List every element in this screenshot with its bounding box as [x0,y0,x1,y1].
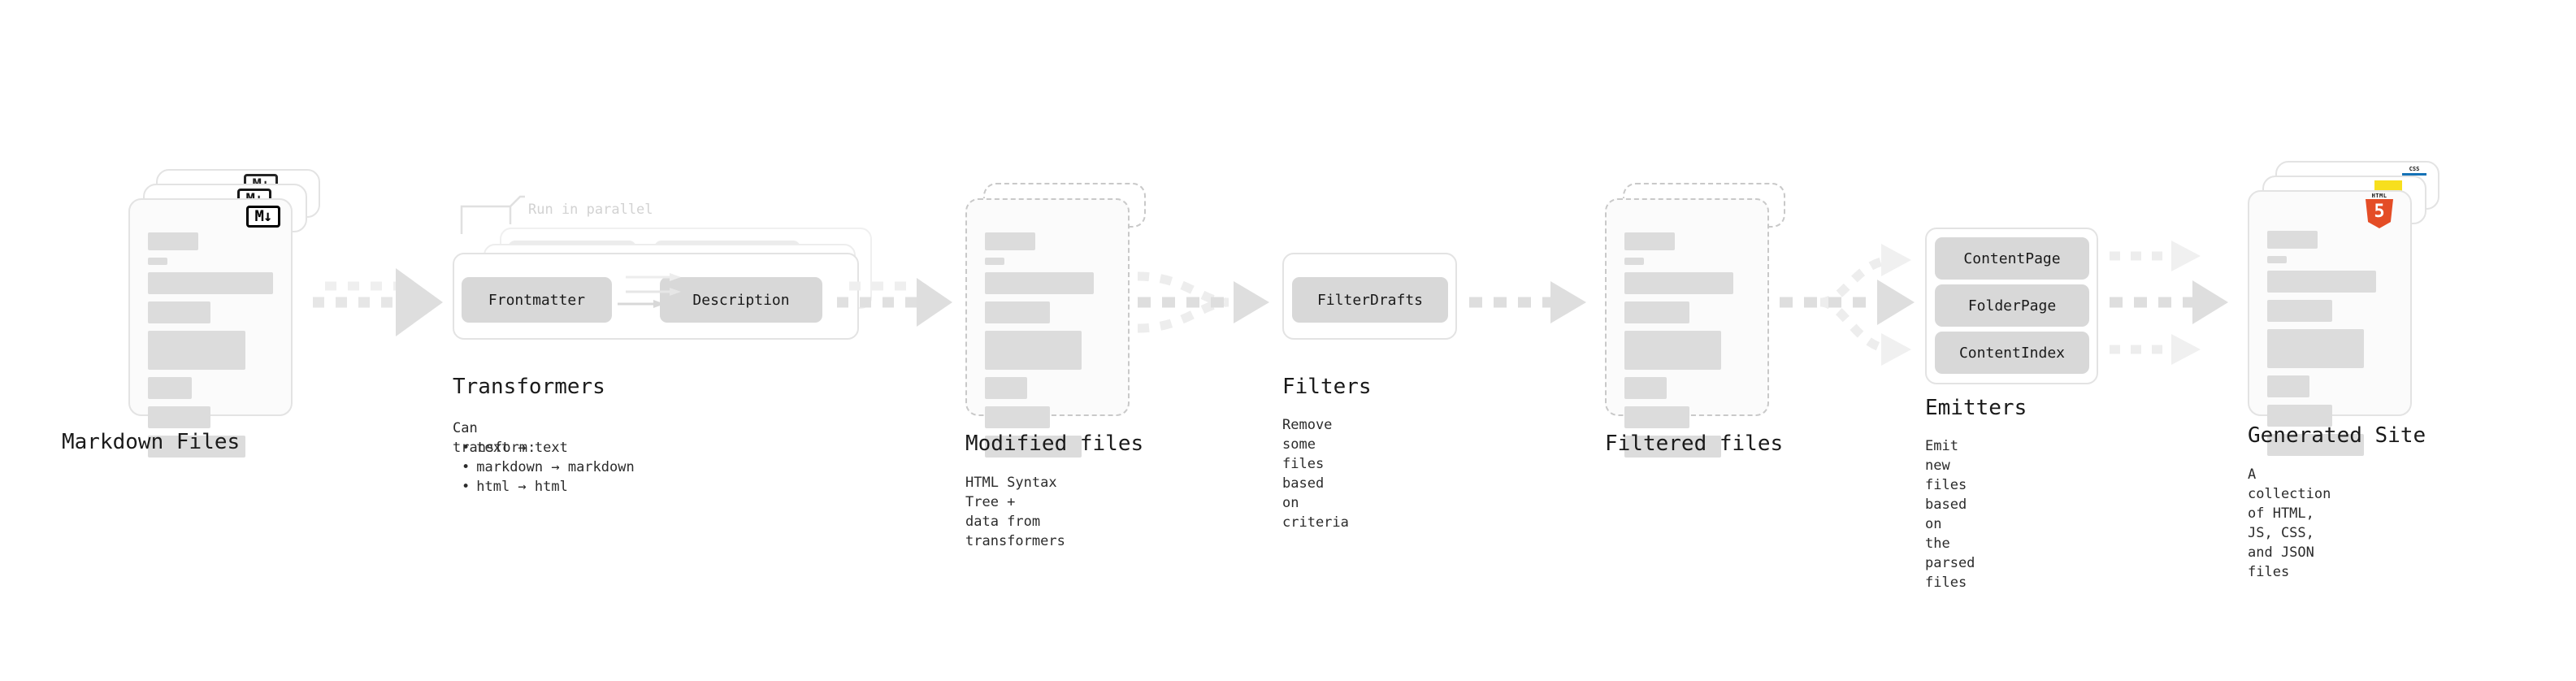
site-skeleton [2267,231,2392,463]
site-card-front [2248,190,2412,456]
arrow-filtered-to-emitters [1780,244,1915,366]
arrow-markdown-to-transformers [313,268,443,336]
html5-badge-word: HTML [2371,193,2387,199]
chip-frontmatter[interactable]: Frontmatter [462,277,612,323]
modified-file-card-front [965,198,1130,458]
css-badge-bar [2402,173,2426,176]
css-badge-word: CSS [2409,166,2420,172]
desc-generated-site: A collection of HTML, JS, CSS, and JSON … [2248,466,2331,580]
label-run-in-parallel: Run in parallel [528,202,653,218]
label-filters: Filters [1282,375,1372,399]
bullet-html-to-html: html → html [462,477,635,497]
html5-badge: HTML 5 [2364,193,2395,228]
markdown-file-card-front [128,198,293,458]
filtered-file-card-front [1605,198,1769,458]
label-transformers: Transformers [453,375,605,399]
chip-contentindex[interactable]: ContentIndex [1935,332,2089,374]
chip-description[interactable]: Description [660,277,822,323]
arrow-modified-to-filters [1137,271,1269,333]
chip-filterdrafts[interactable]: FilterDrafts [1292,277,1448,323]
chip-contentpage[interactable]: ContentPage [1935,237,2089,280]
html5-badge-shield: 5 [2366,199,2393,228]
desc-emitters: Emit new files based on the parsed files [1925,438,1975,591]
label-filtered-files: Filtered files [1605,432,1784,456]
arrow-filters-to-filtered [1469,281,1586,323]
label-emitters: Emitters [1925,396,2027,420]
label-generated-site: Generated Site [2248,423,2426,448]
chip-folderpage[interactable]: FolderPage [1935,284,2089,327]
markdown-skeleton [148,232,273,465]
desc-modified-files: HTML Syntax Tree + data from transformer… [965,475,1065,549]
desc-filters: Remove some files based on criteria [1282,417,1349,531]
label-markdown-files: Markdown Files [62,430,241,454]
arrow-emitters-to-site [2110,241,2228,365]
label-modified-files: Modified files [965,432,1144,456]
transformers-bullets: text → text markdown → markdown html → h… [462,438,635,497]
markdown-badge-icon: M↓ [246,206,280,228]
bullet-markdown-to-markdown: markdown → markdown [462,458,634,477]
css-badge: CSS [2401,167,2427,178]
modified-skeleton [985,232,1110,465]
filtered-skeleton [1624,232,1750,465]
bullet-text-to-text: text → text [462,438,635,458]
